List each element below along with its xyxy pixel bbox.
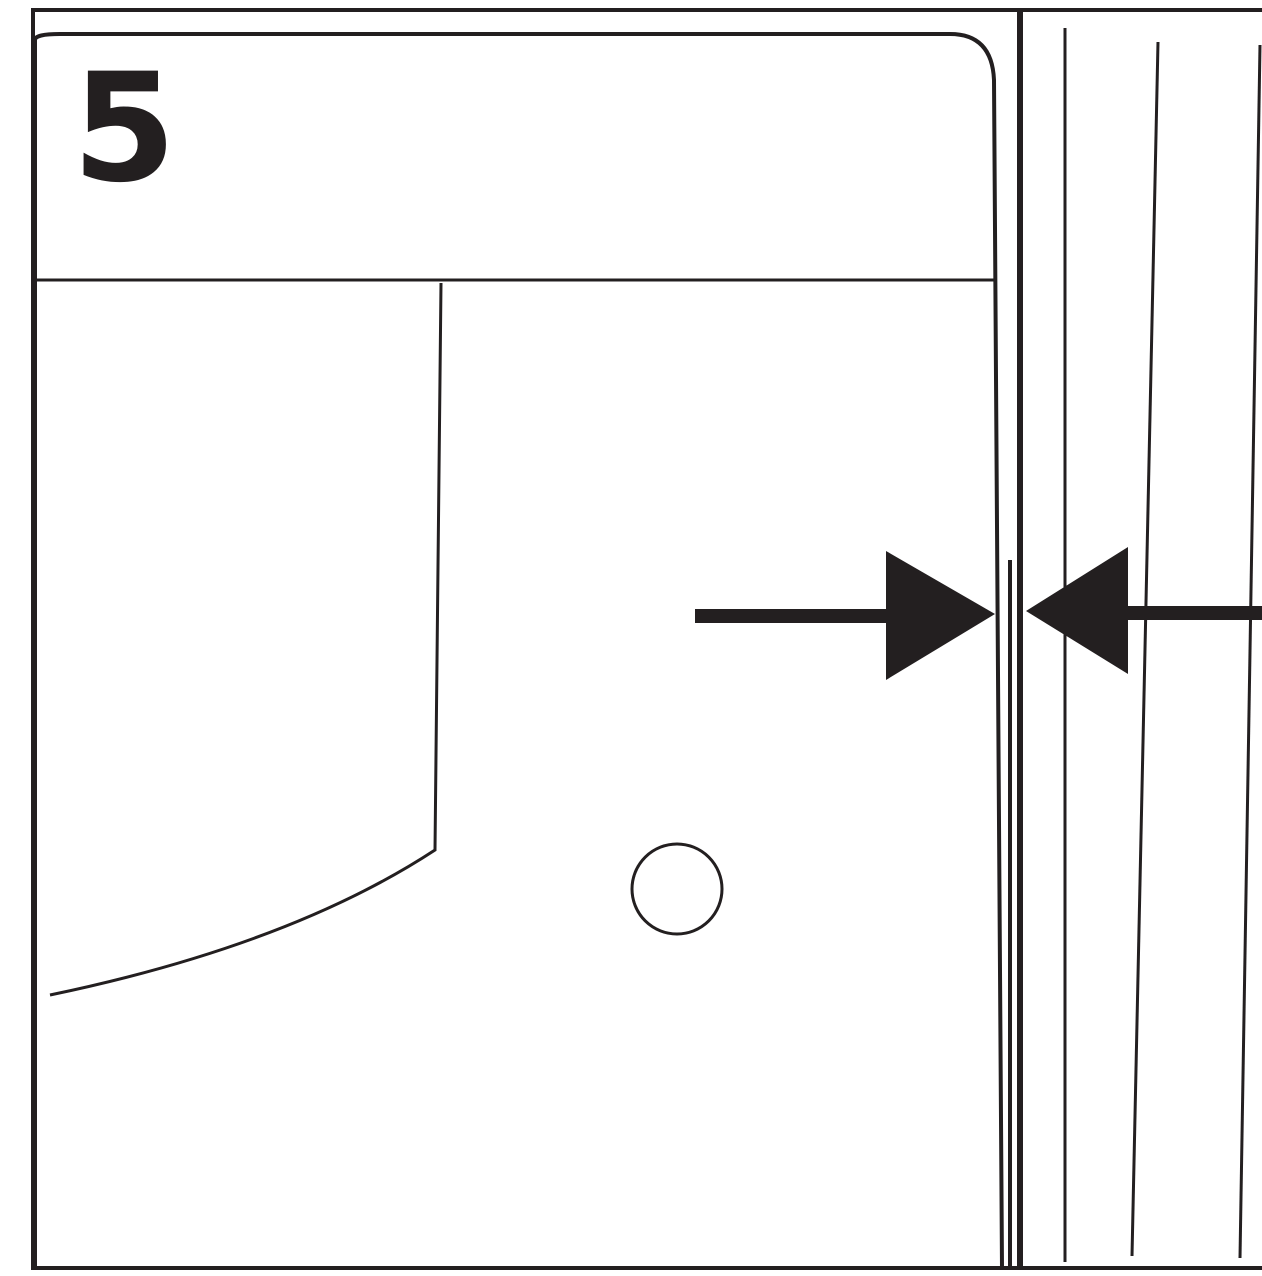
adjacent-panel-line-3 — [1238, 44, 1262, 1259]
step-number: 5 — [72, 42, 176, 216]
adjacent-panel-line-2 — [1130, 41, 1160, 1257]
round-knob — [630, 842, 724, 936]
gap-arrow-right — [695, 551, 995, 680]
gap-arrow-left — [1026, 547, 1262, 674]
appliance-body — [33, 32, 1004, 1269]
door-outline — [49, 282, 443, 997]
